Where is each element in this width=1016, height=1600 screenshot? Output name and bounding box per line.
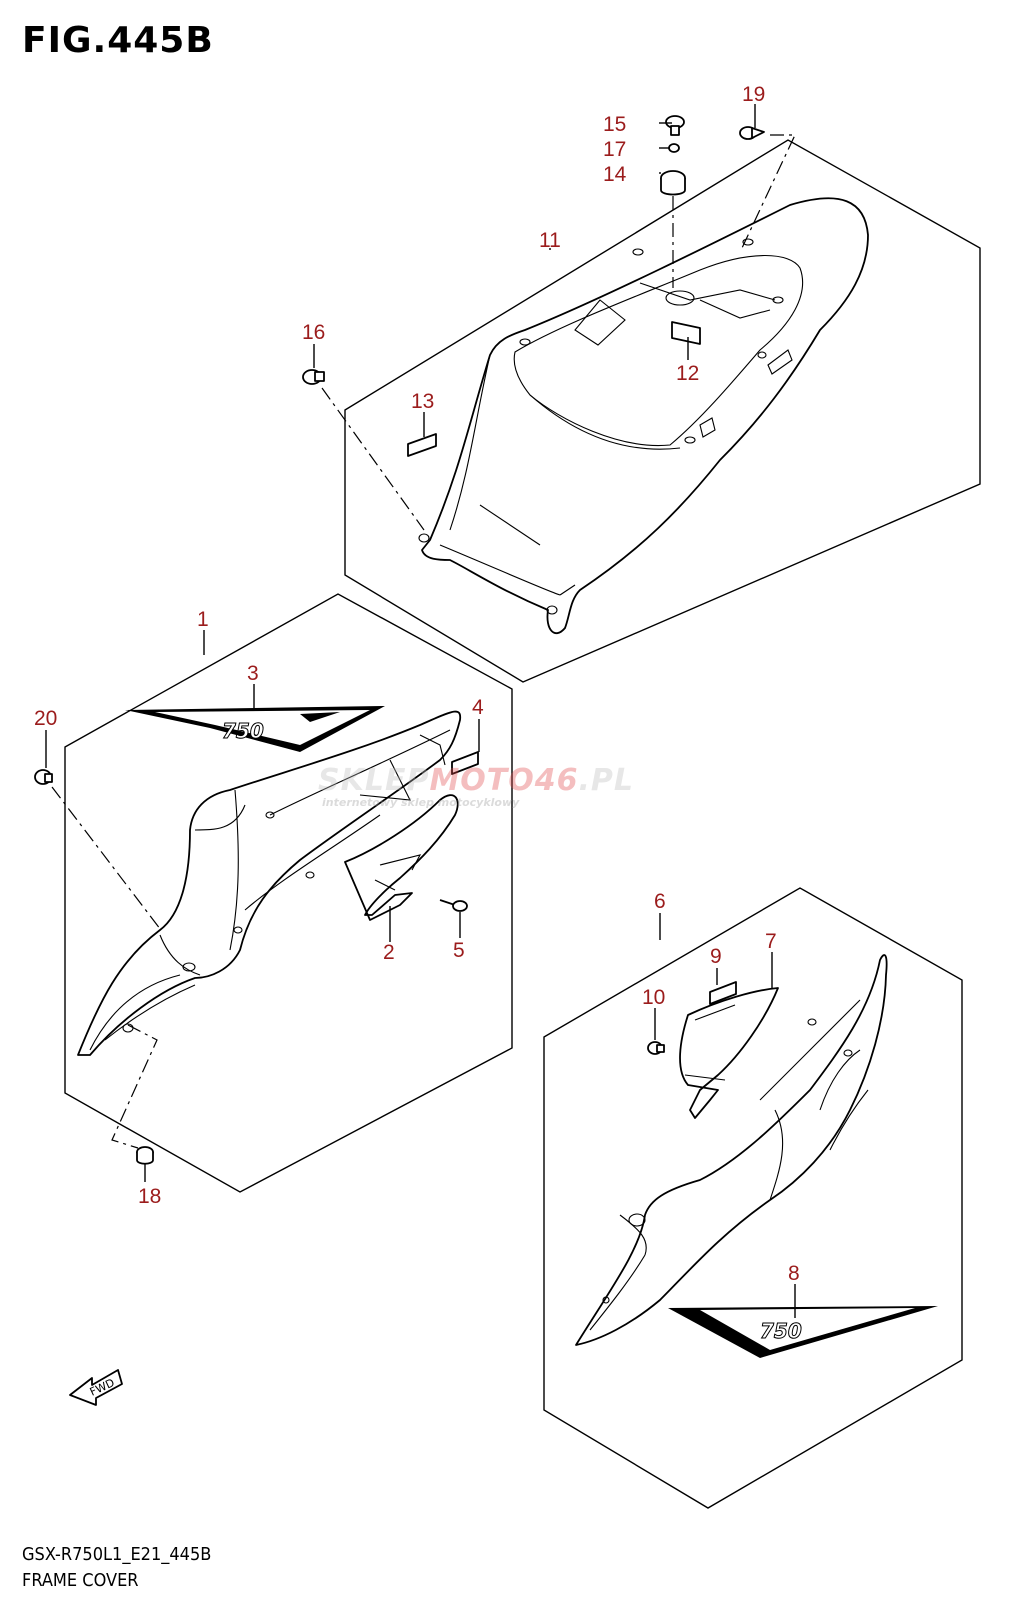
callout-1: 1: [197, 608, 209, 631]
group-box-seat-tail: [344, 139, 981, 683]
inner-cover-7: [679, 987, 779, 1119]
figure-caption: FRAME COVER: [22, 1570, 139, 1591]
label-sticker-9: [709, 981, 737, 1005]
watermark-brand-num: 46: [534, 763, 579, 798]
screw-15: [665, 115, 685, 136]
callout-8: 8: [788, 1262, 800, 1285]
callout-11: 11: [539, 229, 561, 252]
callout-2: 2: [383, 941, 395, 964]
left-frame-cover: [77, 710, 461, 1056]
callout-7: 7: [765, 930, 777, 953]
model-code: GSX-R750L1_E21_445B: [22, 1544, 212, 1565]
watermark-brand-mid: MOTO: [429, 763, 535, 798]
decal-8: 750: [668, 1306, 938, 1358]
washer-17: [668, 143, 680, 153]
group-box-right-cover: [543, 887, 963, 1509]
bolt-16: [302, 369, 325, 385]
callout-3: 3: [247, 662, 259, 685]
screw-20: [34, 769, 53, 785]
callout-numbers: 15 17 14 19 11 16 13 12 1 3 4 20 2 5 18 …: [34, 83, 800, 1285]
callout-4: 4: [472, 696, 484, 719]
callout-6: 6: [654, 890, 666, 913]
group-box-left-cover: [64, 593, 513, 1193]
inner-cover-2: [344, 794, 459, 921]
leader-18: [111, 1024, 158, 1149]
callout-10: 10: [642, 986, 665, 1009]
callout-15: 15: [603, 113, 626, 136]
clip-19: [739, 126, 765, 140]
watermark-brand-left: SKLEP: [318, 763, 430, 798]
label-sticker-13: [407, 433, 437, 457]
watermark-brand-tld: .PL: [578, 763, 635, 798]
decal-8-text: 750: [760, 1319, 802, 1343]
decal-3-text: 750: [222, 719, 264, 743]
leader-19: [741, 134, 796, 249]
grommet-18: [136, 1146, 154, 1165]
callout-5: 5: [453, 939, 465, 962]
label-sticker-4: [451, 751, 479, 775]
callout-14: 14: [603, 163, 627, 186]
watermark-tagline: internetowy sklep motocyklowy: [322, 796, 520, 809]
callout-9: 9: [710, 945, 722, 968]
callout-19: 19: [742, 83, 765, 106]
leader-20: [51, 786, 187, 964]
watermark: SKLEPMOTO46.PL: [318, 763, 634, 798]
callout-leaders: [45, 104, 796, 1318]
fwd-arrow-icon: FWD: [69, 1369, 123, 1406]
seat-tail-cowl: [418, 197, 869, 634]
callout-20: 20: [34, 707, 57, 730]
figure-title: FIG.445B: [22, 20, 214, 61]
screw-10: [647, 1041, 665, 1055]
callout-18: 18: [138, 1185, 161, 1208]
callout-12: 12: [676, 362, 699, 385]
cushion-14: [660, 170, 686, 196]
leader-16: [321, 387, 425, 531]
screw-5: [439, 899, 468, 912]
callout-13: 13: [411, 390, 434, 413]
callout-16: 16: [302, 321, 325, 344]
right-frame-cover: [575, 954, 888, 1346]
label-sticker-12: [671, 321, 701, 345]
decal-3: 750: [125, 706, 385, 752]
callout-17: 17: [603, 138, 626, 161]
